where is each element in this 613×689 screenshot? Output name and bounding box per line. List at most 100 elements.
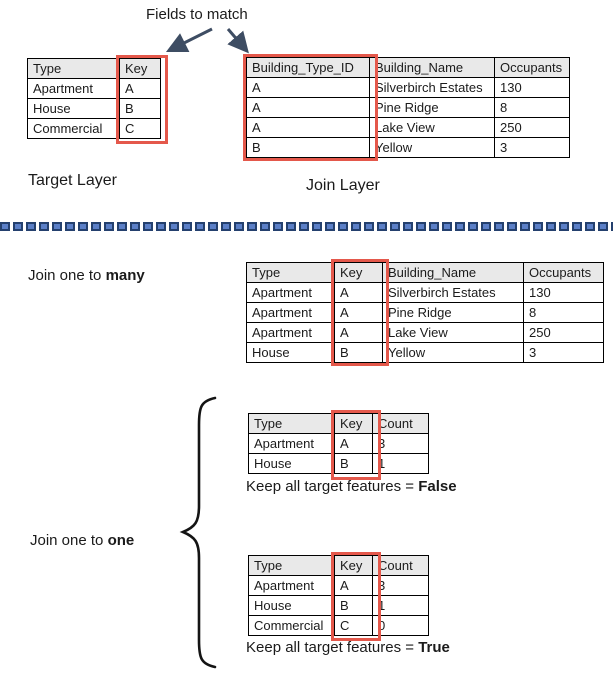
cell: B [119,98,161,119]
column-header: Key [334,413,373,434]
cell: 250 [494,117,570,138]
target-layer-table: Type Key Apartment A House B Commercial … [27,58,161,139]
cell: 130 [523,282,604,303]
table-header-row: Type Key Count [248,413,429,434]
keep-false-prefix: Keep all target features = [246,478,419,495]
cell: Pine Ridge [382,302,524,323]
cell: A [246,117,370,138]
join-one-to-many-label: Join one to many [28,267,145,284]
section-divider-pattern [0,224,613,229]
keep-true-prefix: Keep all target features = [246,639,419,656]
arrow-down-right-icon [226,28,249,54]
cell: C [334,615,373,636]
cell: 0 [372,615,429,636]
cell: House [248,595,335,616]
join-layer-label: Join Layer [306,177,380,194]
cell: Yellow [369,137,495,158]
cell: Apartment [27,78,120,99]
table-row: House B 1 [248,595,429,616]
left-curly-brace-icon [179,396,217,669]
cell: 250 [523,322,604,343]
column-header: Count [372,555,429,576]
table-row: House B Yellow 3 [246,342,604,363]
cell: A [334,282,383,303]
table-row: House B 1 [248,453,429,474]
cell: A [334,433,373,454]
table-row: Apartment A 3 [248,433,429,454]
cell: Apartment [248,433,335,454]
column-header: Type [27,58,120,79]
table-row: B Yellow 3 [246,137,570,158]
join-layer-table: Building_Type_ID Building_Name Occupants… [246,57,570,158]
join-one-to-many-prefix: Join one to [28,267,106,284]
cell: Commercial [27,118,120,139]
column-header: Type [246,262,335,283]
column-header: Building_Name [369,57,495,78]
table-row: Commercial C [27,118,161,139]
join-one-to-many-bold: many [105,267,145,284]
table-row: Apartment A Pine Ridge 8 [246,302,604,323]
table-header-row: Type Key Count [248,555,429,576]
column-header: Occupants [494,57,570,78]
cell: A [334,302,383,323]
table-row: Apartment A Silverbirch Estates 130 [246,282,604,303]
keep-true-bold: True [418,639,450,656]
cell: House [248,453,335,474]
cell: B [334,595,373,616]
arrow-down-left-icon [165,27,213,53]
cell: 8 [523,302,604,323]
column-header: Type [248,413,335,434]
cell: A [334,575,373,596]
column-header: Key [334,262,383,283]
cell: B [334,342,383,363]
column-header: Occupants [523,262,604,283]
table-row: A Silverbirch Estates 130 [246,77,570,98]
cell: 3 [372,433,429,454]
table-row: Apartment A Lake View 250 [246,322,604,343]
cell: 3 [494,137,570,158]
join-one-to-one-bold: one [107,532,135,549]
cell: 3 [523,342,604,363]
cell: C [119,118,161,139]
one-to-many-result-table: Type Key Building_Name Occupants Apartme… [246,262,604,363]
cell: Silverbirch Estates [369,77,495,98]
target-layer-label: Target Layer [28,172,117,189]
cell: A [246,97,370,118]
table-header-row: Type Key Building_Name Occupants [246,262,604,283]
cell: Apartment [246,282,335,303]
table-row: Commercial C 0 [248,615,429,636]
cell: 8 [494,97,570,118]
column-header: Building_Name [382,262,524,283]
cell: B [334,453,373,474]
table-row: House B [27,98,161,119]
cell: 3 [372,575,429,596]
table-header-row: Building_Type_ID Building_Name Occupants [246,57,570,78]
keep-true-label: Keep all target features = True [246,639,450,656]
cell: A [334,322,383,343]
one-to-one-true-table: Type Key Count Apartment A 3 House B 1 C… [248,555,429,636]
fields-to-match-label: Fields to match [146,6,248,23]
fields-to-match-arrows [165,27,249,54]
column-header: Type [248,555,335,576]
cell: Lake View [369,117,495,138]
join-one-to-one-prefix: Join one to [30,532,108,549]
one-to-one-false-table: Type Key Count Apartment A 3 House B 1 [248,413,429,474]
column-header: Building_Type_ID [246,57,370,78]
join-one-to-one-label: Join one to one [30,532,134,549]
table-header-row: Type Key [27,58,161,79]
cell: Apartment [246,302,335,323]
cell: A [119,78,161,99]
column-header: Key [334,555,373,576]
cell: 130 [494,77,570,98]
cell: Apartment [246,322,335,343]
cell: Yellow [382,342,524,363]
cell: 1 [372,595,429,616]
cell: A [246,77,370,98]
cell: Silverbirch Estates [382,282,524,303]
table-row: Apartment A 3 [248,575,429,596]
section-divider [0,222,613,231]
table-row: A Pine Ridge 8 [246,97,570,118]
cell: Pine Ridge [369,97,495,118]
column-header: Key [119,58,161,79]
